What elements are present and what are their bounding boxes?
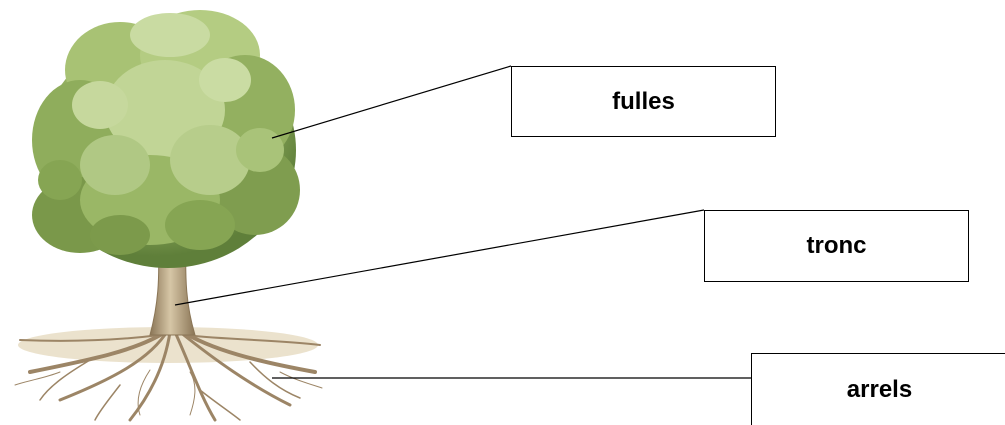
label-box-trunk: tronc	[704, 210, 969, 282]
tree-illustration	[14, 10, 323, 422]
label-trunk: tronc	[806, 232, 867, 259]
label-roots: arrels	[846, 375, 913, 403]
label-box-leaves: fulles	[511, 66, 776, 137]
label-box-roots: arrels	[751, 353, 1005, 425]
roots	[14, 328, 323, 422]
label-leaves: fulles	[612, 87, 675, 115]
pointer-lines	[174, 65, 751, 379]
pointer-line-leaves	[271, 65, 512, 139]
canopy	[32, 10, 300, 268]
pointer-line-trunk	[174, 209, 705, 306]
